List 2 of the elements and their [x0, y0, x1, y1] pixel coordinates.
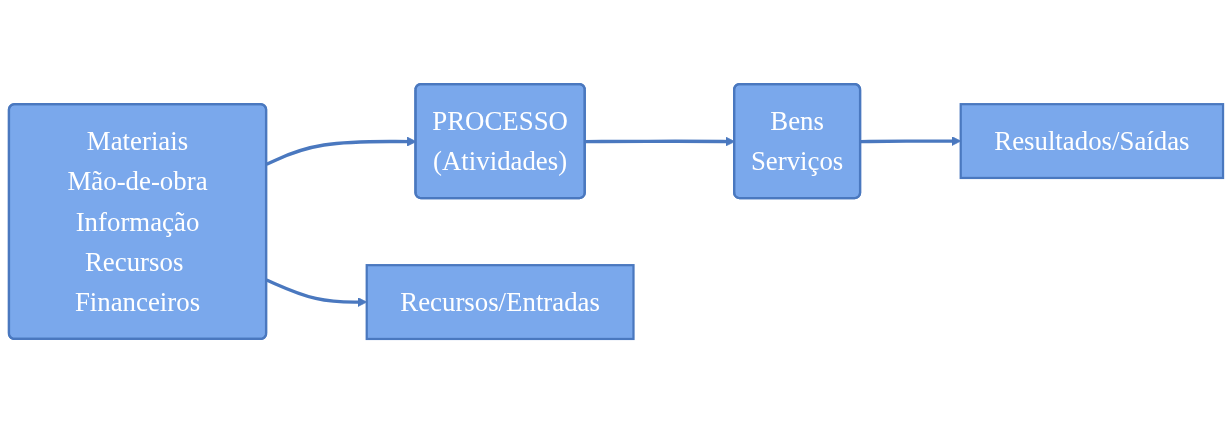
- node-box: Resultados/Saídas: [959, 103, 1225, 180]
- node-box: Recursos/Entradas: [365, 264, 635, 341]
